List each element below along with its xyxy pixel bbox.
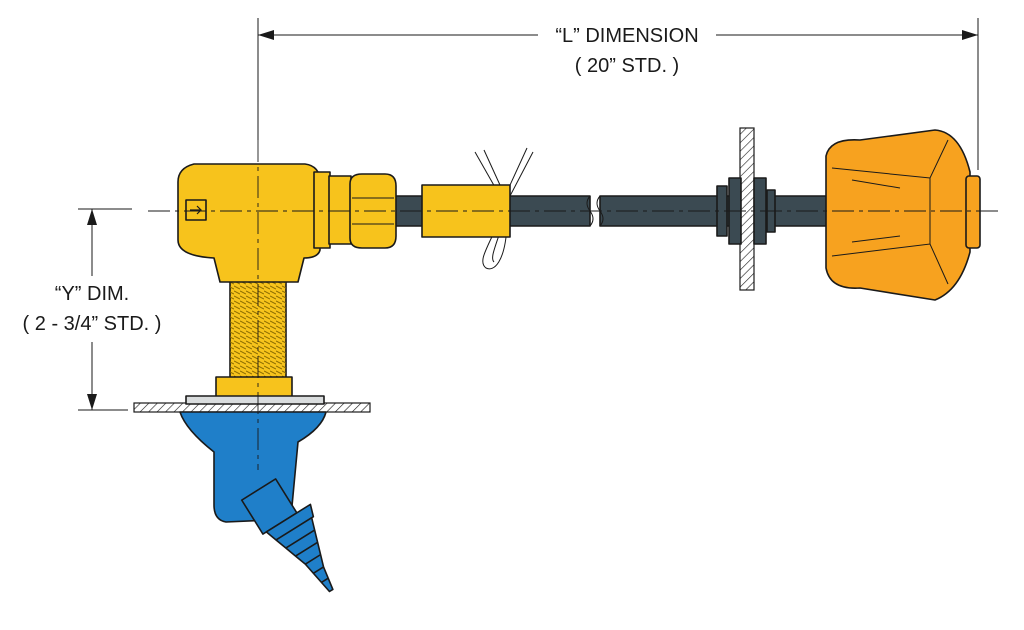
centerlines: [148, 140, 998, 470]
hose-spout: [179, 411, 334, 593]
y-dimension-std: ( 2 - 3/4” STD. ): [23, 313, 162, 335]
l-dimension-label: “L” DIMENSION: [555, 25, 698, 47]
l-dimension: “L” DIMENSION ( 20” STD. ): [257, 18, 979, 170]
l-dimension-std: ( 20” STD. ): [575, 55, 679, 77]
valve-body: [177, 163, 397, 398]
valve-handle: [825, 129, 981, 301]
y-dimension: “Y” DIM. ( 2 - 3/4” STD. ): [23, 208, 162, 411]
wall-bulkhead: [716, 127, 776, 291]
mounting-plate: [133, 395, 371, 413]
y-dimension-label: “Y” DIM.: [55, 283, 129, 305]
